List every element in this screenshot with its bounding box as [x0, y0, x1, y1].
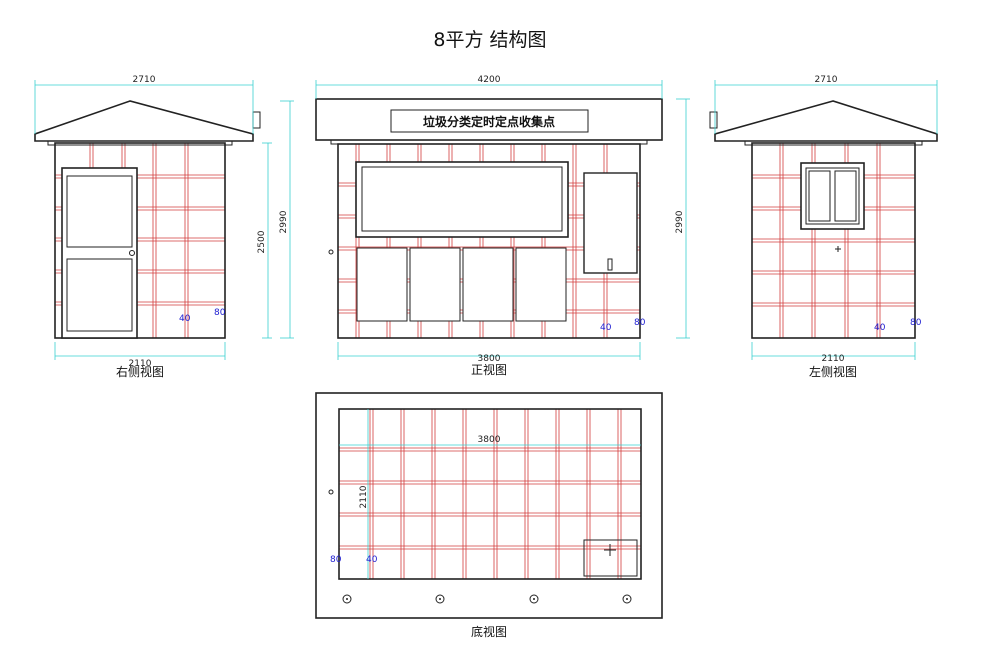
display-window — [355, 161, 569, 238]
bin-bay-1 — [356, 247, 408, 322]
wall-outline — [337, 143, 641, 339]
window-frame — [805, 167, 860, 225]
side-cabinet — [583, 172, 638, 274]
eave — [47, 140, 233, 146]
cabinet-footprint — [583, 539, 638, 577]
dim-bottom-label: 2110 — [129, 359, 152, 369]
anchor-bolt-4 — [622, 594, 632, 604]
note-40: 40 — [366, 555, 378, 565]
roof — [714, 100, 938, 142]
door — [61, 167, 138, 339]
eave — [744, 140, 923, 146]
side-pin — [328, 249, 334, 255]
anchor-bolt-1 — [342, 594, 352, 604]
anchor-bolt-2 — [435, 594, 445, 604]
wall-outline — [54, 142, 226, 339]
bin-bay-4 — [515, 247, 567, 322]
bottom-view: 3800 2110 80 40 底视图 — [315, 392, 663, 639]
roof — [34, 100, 254, 142]
sign-text: 垃圾分类定时定点收集点 — [423, 114, 555, 129]
floor-grid — [339, 409, 641, 579]
bin-bay-2 — [409, 247, 461, 322]
note-40: 40 — [600, 323, 612, 333]
view-caption: 左侧视图 — [809, 364, 857, 379]
dim-bottom-label: 2110 — [822, 354, 845, 364]
view-caption: 正视图 — [471, 362, 507, 377]
dim-top-label: 2710 — [815, 75, 838, 85]
view-caption: 右侧视图 — [116, 364, 164, 379]
front-view: 垃圾分类定时定点收集点 4200 3800 2990 40 80 正视图 — [315, 75, 690, 377]
drawing-title: 8平方 结构图 — [433, 29, 546, 51]
bin-bay-3 — [462, 247, 514, 322]
door-panel-upper — [66, 175, 133, 248]
right-side-view: 2710 2110 2500 2990 40 80 右侧视图 — [34, 75, 294, 379]
cabinet-lock — [607, 258, 613, 271]
side-pin — [328, 489, 334, 495]
wall-outline — [751, 142, 916, 339]
roof-bracket — [709, 111, 718, 129]
dim-depth-label: 2110 — [359, 485, 369, 508]
door-knob — [129, 250, 135, 256]
dim-top-label: 4200 — [478, 75, 501, 85]
window — [800, 162, 865, 230]
anchor-bolt-3 — [529, 594, 539, 604]
note-80: 80 — [330, 555, 342, 565]
window-sash-right — [834, 170, 857, 222]
dim-bottom-label: 3800 — [478, 354, 501, 364]
dim-height-outer-label: 2990 — [279, 210, 289, 233]
floor-outline — [338, 408, 642, 580]
roof-bracket — [252, 111, 261, 129]
note-80: 80 — [214, 308, 226, 318]
base-outline — [315, 392, 663, 619]
sign-board — [390, 109, 589, 133]
note-40: 40 — [179, 314, 191, 324]
dim-height-label: 2990 — [675, 210, 685, 233]
note-40: 40 — [874, 323, 886, 333]
display-window-inner — [361, 166, 563, 232]
left-side-view: 2710 2110 40 80 左侧视图 — [709, 75, 938, 379]
note-80: 80 — [634, 318, 646, 328]
door-panel-lower — [66, 258, 133, 332]
dim-top-label: 2710 — [133, 75, 156, 85]
dim-width-label: 3800 — [478, 435, 501, 445]
view-caption: 底视图 — [471, 624, 507, 639]
note-80: 80 — [910, 318, 922, 328]
window-sash-left — [808, 170, 831, 222]
dim-height-inner-label: 2500 — [257, 230, 267, 253]
